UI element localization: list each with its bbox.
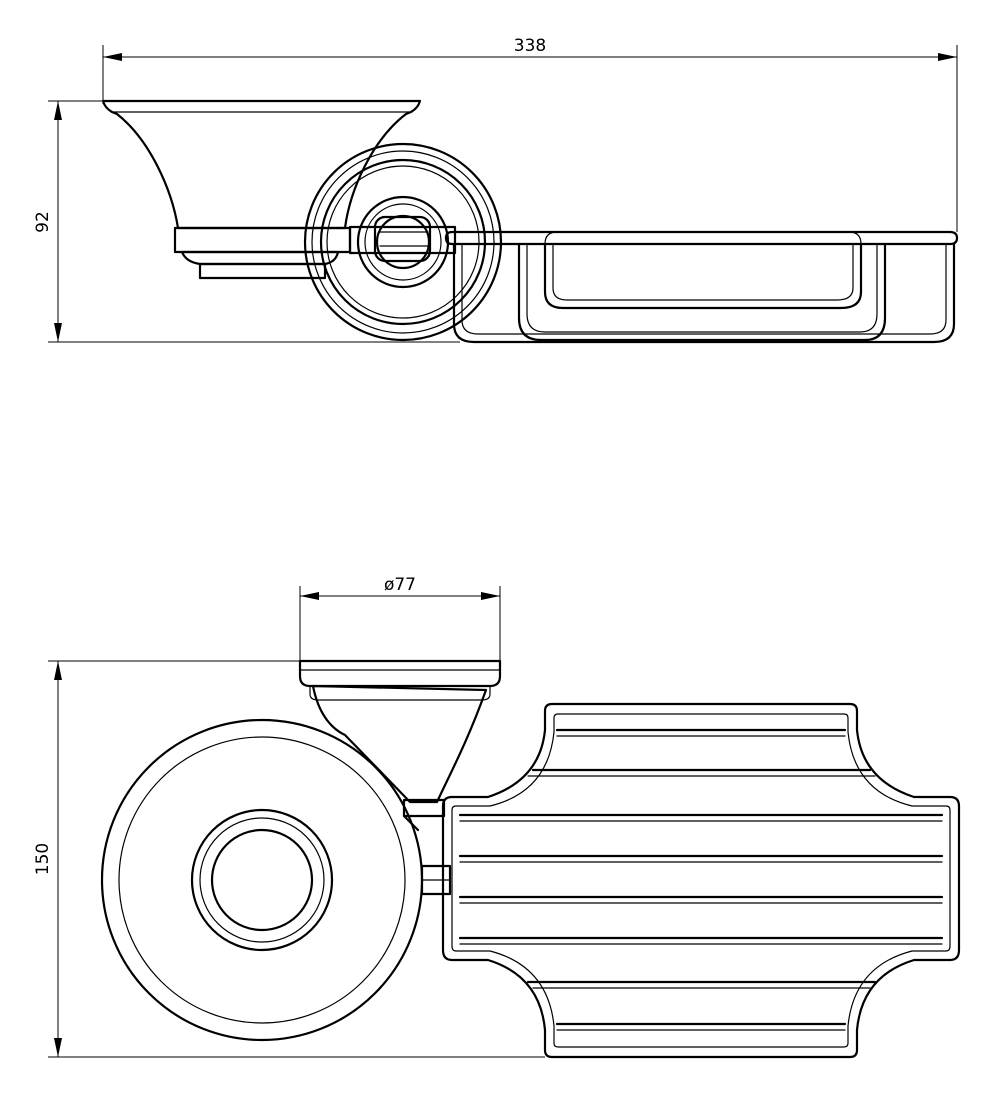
- wall-rosette-front: [100, 718, 424, 1042]
- height-dimension-front-label: 150: [33, 843, 53, 875]
- height-dimension-side-label: 92: [33, 211, 53, 233]
- diameter-dimension-label: ø77: [384, 575, 416, 595]
- connector-front: [420, 864, 452, 896]
- basket-slats: [458, 728, 944, 1031]
- soap-cup-front: [298, 659, 502, 818]
- support-arm-side: [348, 215, 457, 263]
- width-dimension-label: 338: [514, 36, 546, 56]
- soap-basket-front: [441, 702, 961, 1059]
- diameter-dimension: ø77: [299, 575, 501, 662]
- wall-rosette-side: [303, 142, 503, 342]
- side-view: 338 92: [33, 36, 959, 344]
- width-dimension: 338: [102, 36, 958, 232]
- height-dimension-side: 92: [33, 100, 460, 343]
- soap-basket-side: [444, 230, 959, 344]
- soap-cup-side: [101, 99, 422, 280]
- front-view: ø77 150: [33, 575, 961, 1059]
- height-dimension-front: 150: [33, 660, 545, 1058]
